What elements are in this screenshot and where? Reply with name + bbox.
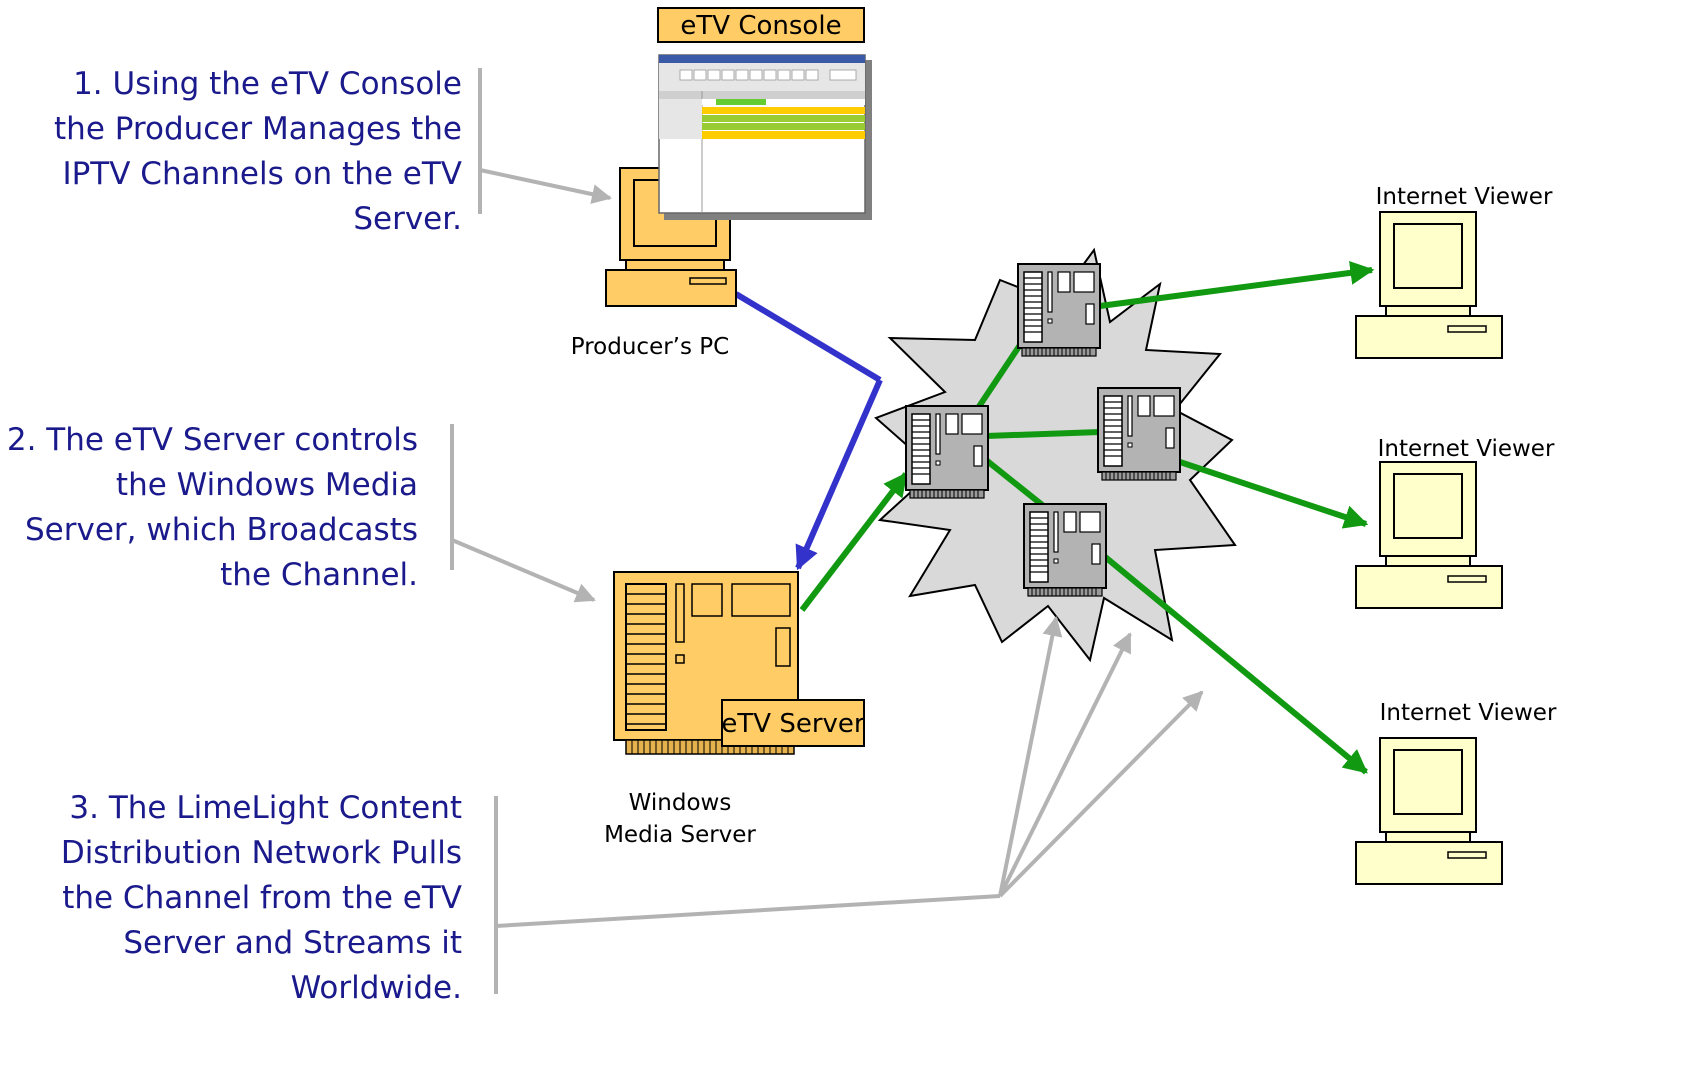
windows-media-server-label-line2: Media Server [604,822,756,848]
callout-arrow-1 [479,168,612,204]
step-3-text: 3. The LimeLight Content Distribution Ne… [60,790,462,1006]
green-link-cdn-internal-2 [985,429,1101,439]
blue-link-pc-to-cloud [734,291,882,383]
cdn-server-bottom-icon [1023,503,1107,597]
internet-viewer-1-icon [1355,211,1503,359]
blue-link-cloud-to-server [795,378,883,571]
producer-pc-label: Producer’s PC [571,334,729,360]
cdn-server-right-icon [1097,387,1181,481]
callout-arrow-3b [998,632,1132,897]
internet-viewer-1-label: Internet Viewer [1376,184,1553,210]
etv-console-label-box [657,7,865,43]
callout-arrow-2 [451,538,596,603]
cdn-server-center-icon [905,405,989,499]
callout-arrow-3c [998,690,1204,898]
etv-server-label-box [721,699,865,747]
cdn-cloud-shape [874,247,1237,663]
etv-console-screenshot [658,54,872,220]
internet-viewer-3-label: Internet Viewer [1380,700,1557,726]
etv-console-label: eTV Console [680,11,841,41]
cdn-server-top-icon [1017,263,1101,357]
green-link-server-to-cdn [799,472,909,612]
step-2-text: 2. The eTV Server controls the Windows M… [6,422,418,593]
internet-viewer-2-label: Internet Viewer [1378,436,1555,462]
step-1-text: 1. Using the eTV Console the Producer Ma… [54,66,462,237]
green-link-to-viewer-1 [1099,260,1375,309]
internet-viewer-2-icon [1355,461,1503,609]
windows-media-server-label-line1: Windows [629,790,732,816]
green-link-cdn-internal-3 [984,457,1048,511]
internet-viewer-3-icon [1355,737,1503,885]
etv-server-label: eTV Server [721,709,865,739]
callout-arrow-3a [998,616,1063,897]
green-link-to-viewer-3 [1102,553,1368,775]
callout-line-3 [495,894,1001,928]
green-link-to-viewer-2 [1179,459,1369,529]
